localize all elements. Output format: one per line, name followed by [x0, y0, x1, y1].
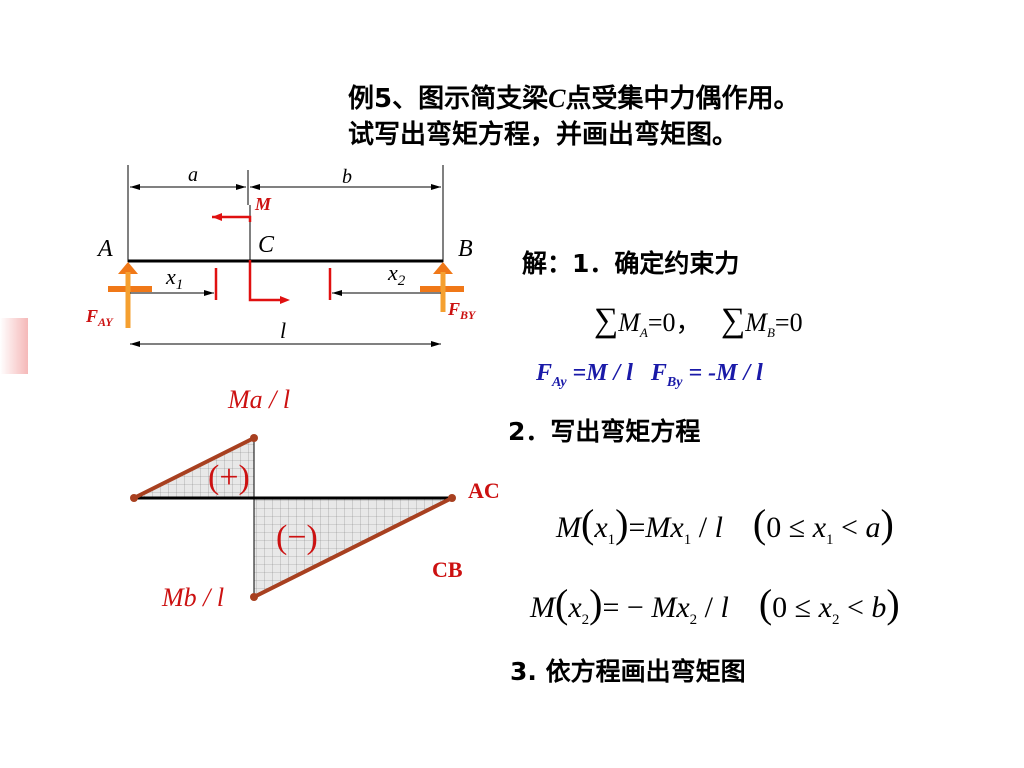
bottom-value-label: Mb / l — [161, 583, 224, 612]
segment-ac-label: AC — [468, 478, 500, 503]
point-b-label: B — [458, 236, 473, 262]
dim-b: b — [342, 166, 352, 188]
moment-diagram: Ma / l Mb / l (+) (−) AC CB — [130, 385, 500, 612]
point-a-label: A — [96, 236, 113, 262]
moment-eq-1: M(x1)=Mx1 / l (0 ≤ x1 < a) — [556, 501, 894, 548]
equilibrium-sum: ∑MA=0， ∑MB=0 — [594, 302, 803, 341]
problem-subtitle: 试写出弯矩方程，并画出弯矩图。 — [348, 120, 739, 150]
x1-label: x1 — [165, 264, 183, 293]
x2-label: x2 — [387, 260, 406, 289]
negative-sign: (−) — [276, 519, 318, 556]
dim-a: a — [188, 164, 198, 186]
title-point-c: C — [548, 84, 566, 113]
title-part-2: 点受集中力偶作用。 — [565, 84, 800, 114]
couple-m-label: M — [254, 194, 272, 214]
step-3: 3. 依方程画出弯矩图 — [510, 657, 746, 686]
reaction-forces: FAy =M / l FBy = -M / l — [536, 360, 763, 390]
top-value-label: Ma / l — [227, 385, 290, 414]
reaction-fby: FBY — [447, 299, 477, 322]
step-1: 解：1．确定约束力 — [522, 249, 740, 278]
reaction-fay: FAY — [85, 306, 114, 329]
point-c-label: C — [258, 232, 275, 258]
beam-figure: a b M A C B x1 x2 l FAY FBY — [85, 164, 477, 347]
segment-cb-label: CB — [432, 557, 463, 582]
dim-l: l — [280, 318, 286, 343]
step-2: 2．写出弯矩方程 — [508, 417, 701, 446]
title-part-1: 例5、图示简支梁 — [348, 84, 549, 114]
moment-eq-2: M(x2)= − Mx2 / l (0 ≤ x2 < b) — [530, 581, 900, 628]
positive-sign: (+) — [208, 459, 250, 496]
slide-decoration — [0, 318, 28, 374]
problem-title: 例5、图示简支梁C点受集中力偶作用。 — [348, 82, 799, 116]
